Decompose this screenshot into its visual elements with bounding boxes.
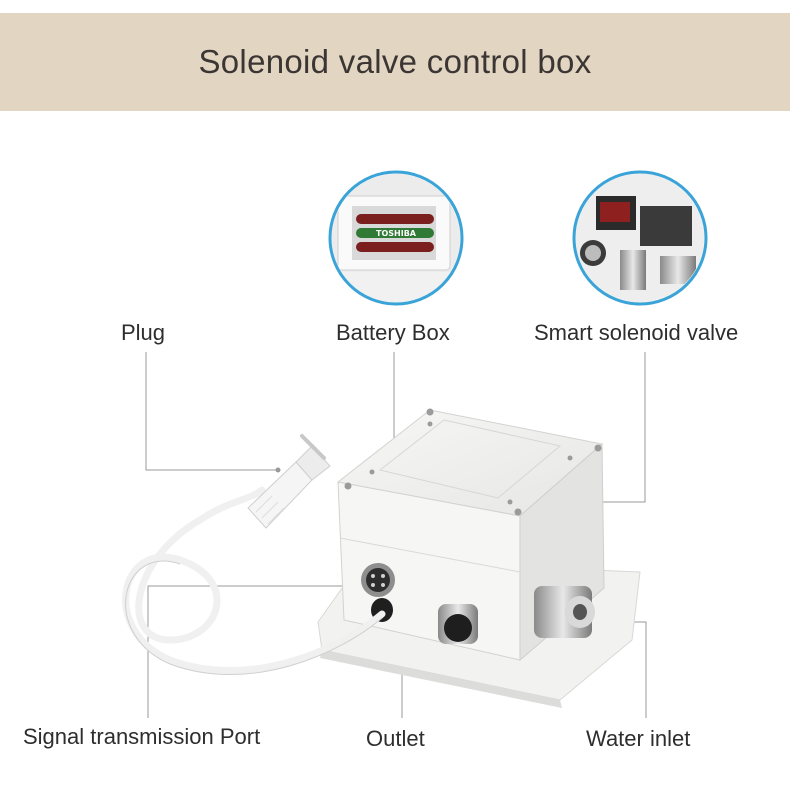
water-inlet-fitting [534, 586, 595, 638]
callout-lines [145, 352, 647, 718]
title-banner: Solenoid valve control box [0, 13, 790, 111]
plug [247, 434, 331, 529]
page-title: Solenoid valve control box [198, 43, 592, 80]
callout-label-water-inlet: Water inlet [586, 726, 691, 751]
callout-label-smart-solenoid-valve: Smart solenoid valve [534, 320, 739, 345]
callout-label-plug: Plug [121, 320, 166, 345]
power-cable-outline [125, 560, 383, 676]
battery-box-inset: TOSHIBA [328, 170, 464, 306]
solenoid-valve-inset [572, 170, 708, 306]
outlet-fitting [438, 604, 478, 644]
callout-label-outlet: Outlet [366, 726, 425, 751]
power-cable [122, 486, 386, 675]
callout-label-battery-box: Battery Box [336, 320, 450, 345]
battery-brand: TOSHIBA [376, 229, 417, 238]
callout-label-signal-port: Signal transmission Port [23, 724, 261, 749]
